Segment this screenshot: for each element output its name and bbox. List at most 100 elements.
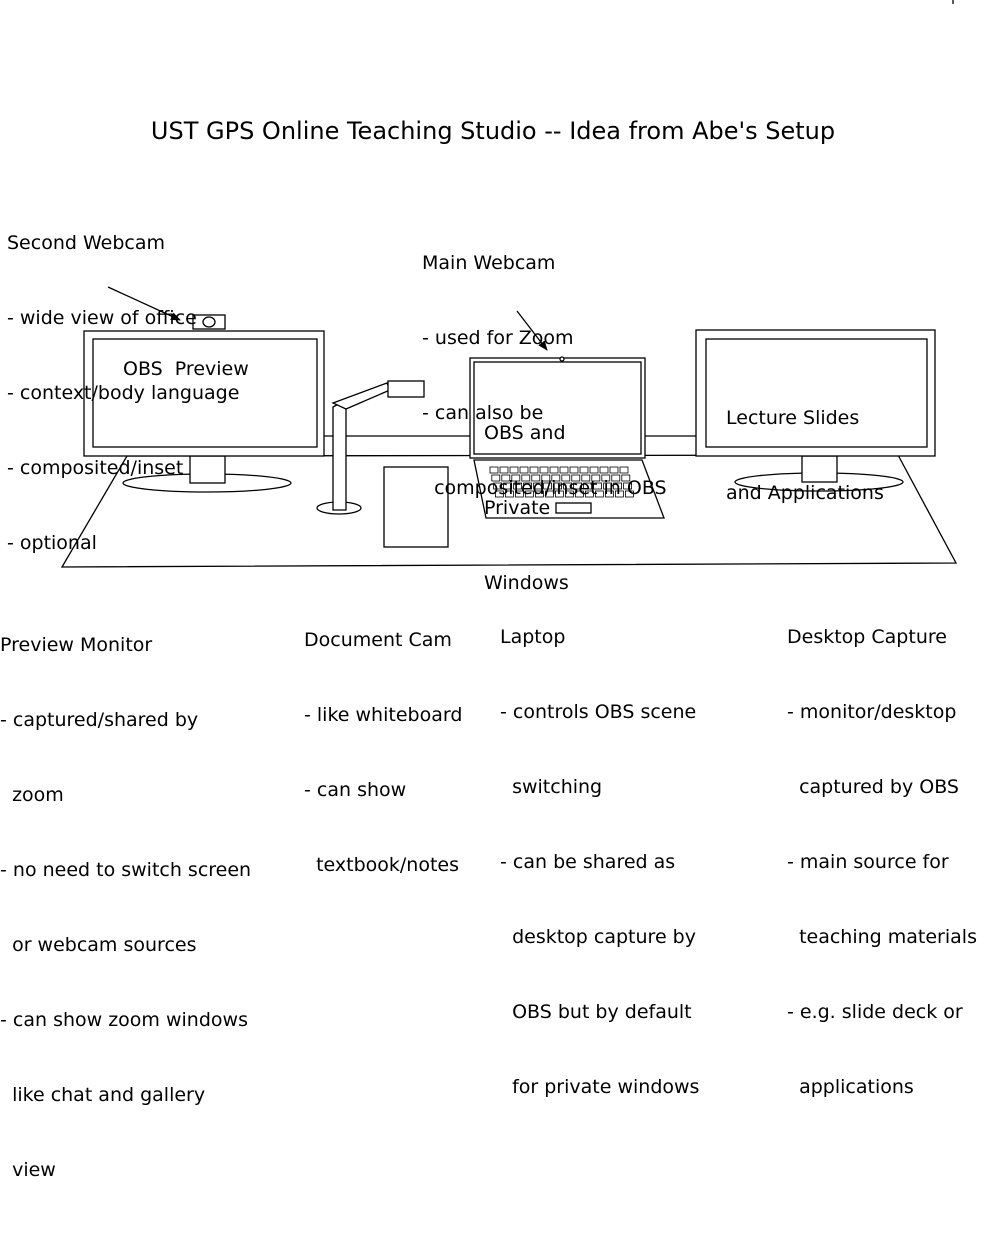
laptop-key bbox=[513, 482, 522, 490]
laptop-key bbox=[615, 490, 624, 498]
preview-monitor-note: - captured/shared by bbox=[0, 709, 199, 731]
desktop-capture-note: - e.g. slide deck or bbox=[787, 1001, 963, 1023]
second-webcam-device bbox=[192, 314, 226, 330]
document-cam-heading: Document Cam bbox=[304, 629, 452, 651]
preview-monitor-note: zoom bbox=[0, 784, 64, 806]
main-webcam-label: Main Webcam - used for Zoom - can also b… bbox=[422, 201, 667, 551]
laptop-key bbox=[559, 466, 569, 474]
laptop-key bbox=[515, 490, 524, 498]
laptop-note: for private windows bbox=[500, 1076, 700, 1098]
preview-monitor-note: view bbox=[0, 1159, 56, 1181]
second-webcam-note: - context/body language bbox=[7, 382, 240, 404]
laptop-key bbox=[579, 466, 589, 474]
second-webcam-label: Second Webcam - wide view of office - co… bbox=[7, 181, 239, 606]
laptop-key bbox=[599, 466, 609, 474]
laptop-key bbox=[509, 466, 519, 474]
laptop-key bbox=[523, 482, 532, 490]
laptop-key bbox=[601, 474, 611, 482]
preview-monitor-note: like chat and gallery bbox=[0, 1084, 206, 1106]
laptop-key bbox=[543, 482, 552, 490]
laptop-key bbox=[529, 466, 539, 474]
laptop-key bbox=[494, 490, 504, 498]
studio-drawing bbox=[60, 0, 958, 568]
laptop-key bbox=[551, 474, 561, 482]
laptop-key bbox=[493, 482, 503, 490]
laptop-key bbox=[575, 490, 584, 498]
laptop-key bbox=[603, 482, 612, 490]
laptop-key bbox=[585, 490, 594, 498]
laptop-key bbox=[519, 466, 529, 474]
preview-monitor-note: - can show zoom windows bbox=[0, 1009, 248, 1031]
laptop-key bbox=[531, 474, 541, 482]
document-cam-note: - like whiteboard bbox=[304, 704, 463, 726]
document-cam-note: - can show bbox=[304, 779, 407, 801]
laptop-key bbox=[565, 490, 574, 498]
laptop-screen-line: OBS and bbox=[484, 422, 566, 444]
laptop-key bbox=[621, 474, 631, 482]
desktop-capture-note: - monitor/desktop bbox=[787, 701, 957, 723]
laptop-key bbox=[609, 466, 619, 474]
laptop-key bbox=[521, 474, 531, 482]
laptop-key bbox=[589, 466, 599, 474]
second-webcam-note: - composited/inset bbox=[7, 457, 184, 479]
preview-monitor-label: Preview Monitor - captured/shared by zoo… bbox=[0, 583, 251, 1233]
laptop-key bbox=[539, 466, 549, 474]
preview-monitor-heading: Preview Monitor bbox=[0, 634, 153, 656]
right-monitor-screen-text: Lecture Slides and Applications bbox=[726, 356, 884, 556]
desktop-capture-note: applications bbox=[787, 1076, 914, 1098]
laptop-screen-text: OBS and Private Windows bbox=[484, 371, 569, 646]
left-monitor bbox=[83, 330, 325, 493]
main-webcam-note: - used for Zoom bbox=[422, 327, 574, 349]
laptop-key bbox=[525, 490, 534, 498]
laptop-key bbox=[553, 482, 562, 490]
laptop-key bbox=[511, 474, 521, 482]
laptop-note: OBS but by default bbox=[500, 1001, 692, 1023]
document-paper bbox=[383, 466, 449, 548]
second-webcam-heading: Second Webcam bbox=[7, 232, 165, 254]
main-webcam-note: composited/inset in OBS bbox=[422, 477, 667, 499]
laptop-key bbox=[591, 474, 601, 482]
laptop-key bbox=[503, 482, 513, 490]
preview-monitor-note: - no need to switch screen bbox=[0, 859, 252, 881]
second-webcam-note: - wide view of office bbox=[7, 307, 197, 329]
laptop-key bbox=[504, 490, 514, 498]
laptop-key bbox=[595, 490, 604, 498]
laptop-note: desktop capture by bbox=[500, 926, 696, 948]
left-monitor-screen-text: OBS Preview bbox=[123, 358, 249, 380]
laptop-key bbox=[569, 466, 579, 474]
desktop-capture-note: teaching materials bbox=[787, 926, 977, 948]
laptop-label: Laptop - controls OBS scene switching - … bbox=[500, 575, 699, 1150]
document-camera bbox=[316, 380, 425, 515]
laptop-key bbox=[501, 474, 511, 482]
right-monitor-screen-line: and Applications bbox=[726, 482, 884, 504]
laptop-key bbox=[593, 482, 602, 490]
laptop-key bbox=[619, 466, 629, 474]
desktop-capture-heading: Desktop Capture bbox=[787, 626, 947, 648]
right-monitor-screen-line: Lecture Slides bbox=[726, 407, 860, 429]
second-webcam-arrow bbox=[107, 286, 181, 321]
main-webcam-arrow bbox=[516, 310, 548, 351]
laptop-heading: Laptop bbox=[500, 626, 566, 648]
laptop-key bbox=[583, 482, 592, 490]
laptop-key bbox=[535, 490, 544, 498]
laptop-key bbox=[573, 482, 582, 490]
laptop-note: - can be shared as bbox=[500, 851, 676, 873]
laptop-key bbox=[605, 490, 614, 498]
main-webcam-note: - can also be bbox=[422, 402, 544, 424]
desktop-capture-note: - main source for bbox=[787, 851, 949, 873]
second-webcam-note: - optional bbox=[7, 532, 97, 554]
laptop-key bbox=[563, 482, 572, 490]
laptop-screen-line: Windows bbox=[484, 572, 569, 594]
laptop-note: - controls OBS scene bbox=[500, 701, 697, 723]
laptop-note: switching bbox=[500, 776, 603, 798]
laptop-key bbox=[491, 474, 501, 482]
laptop-key bbox=[489, 466, 499, 474]
laptop-key bbox=[581, 474, 591, 482]
laptop-key bbox=[549, 466, 559, 474]
main-webcam-heading: Main Webcam bbox=[422, 252, 556, 274]
laptop-key bbox=[533, 482, 542, 490]
laptop-screen-line: Private bbox=[484, 497, 551, 519]
laptop-key bbox=[623, 482, 632, 490]
laptop-key bbox=[611, 474, 621, 482]
laptop-device bbox=[469, 356, 665, 519]
